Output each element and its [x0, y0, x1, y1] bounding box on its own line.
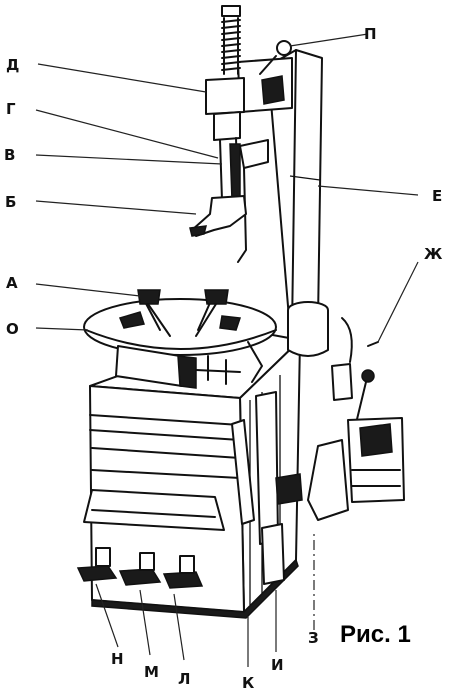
machine-column: [237, 40, 323, 331]
label-n: Н: [111, 650, 124, 668]
air-unit: [287, 301, 405, 521]
label-a: А: [6, 274, 18, 292]
label-k: К: [242, 674, 255, 692]
label-m: М: [144, 663, 159, 681]
leader-lines: [35, 33, 419, 667]
label-z: З: [308, 629, 319, 647]
label-v: В: [4, 146, 15, 164]
machine-cabinet: [83, 329, 301, 619]
foot-pedals: [76, 547, 204, 589]
label-l: Л: [178, 670, 190, 688]
label-b: Б: [5, 193, 16, 211]
label-o: О: [6, 320, 19, 338]
label-i: И: [271, 656, 284, 674]
side-levers: [231, 391, 303, 585]
turntable: [83, 289, 277, 389]
figure-caption: Рис. 1: [340, 621, 411, 648]
vertical-shaft: [189, 5, 247, 237]
label-e: Е: [432, 187, 442, 205]
label-g: Г: [6, 100, 16, 118]
label-d: Д: [6, 56, 19, 74]
label-zh: Ж: [424, 245, 443, 263]
label-p: П: [364, 25, 377, 43]
